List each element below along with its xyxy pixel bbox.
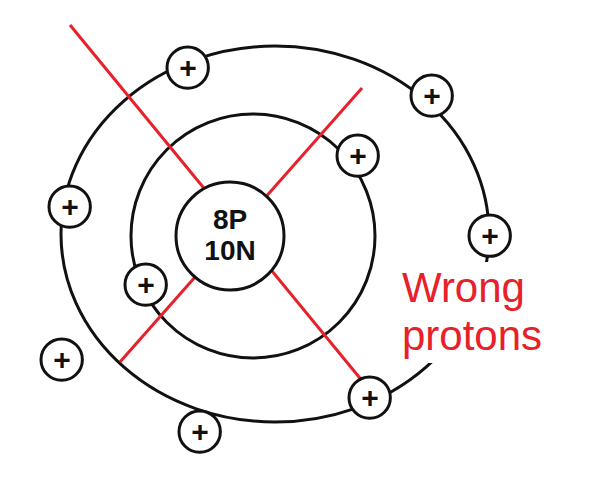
- electron: +: [177, 409, 222, 454]
- electron-circle: [411, 75, 452, 116]
- nucleus: 8P 10N: [174, 180, 286, 292]
- electron: +: [39, 337, 84, 382]
- electron-circle: [469, 215, 510, 256]
- electron-circle: [337, 135, 378, 176]
- charge-sign: +: [137, 268, 155, 301]
- teacher-note: Wrong protons: [398, 262, 594, 363]
- electron-circle: [49, 186, 90, 227]
- charge-sign: +: [53, 343, 71, 376]
- charge-sign: +: [191, 415, 209, 448]
- electron: +: [409, 73, 454, 118]
- electron: +: [47, 184, 92, 229]
- charge-sign: +: [179, 51, 197, 84]
- electron-circle: [179, 411, 220, 452]
- electron: +: [165, 45, 210, 90]
- electron-circle: [349, 377, 390, 418]
- electron-circle: [41, 339, 82, 380]
- charge-sign: +: [61, 190, 79, 223]
- charge-sign: +: [361, 381, 379, 414]
- electron: +: [467, 213, 512, 258]
- electron: +: [335, 133, 380, 178]
- charge-sign: +: [481, 219, 499, 252]
- cross-mark: [120, 88, 362, 362]
- nucleus-label: 8P 10N: [199, 205, 261, 267]
- nucleus-circle: [176, 182, 284, 290]
- electron-circle: [167, 47, 208, 88]
- cross-mark: [70, 25, 382, 405]
- electron: +: [123, 262, 168, 307]
- charge-sign: +: [349, 139, 367, 172]
- electron: +: [347, 375, 392, 420]
- charge-sign: +: [423, 79, 441, 112]
- electron-circle: [125, 264, 166, 305]
- outer-shell: [61, 46, 489, 422]
